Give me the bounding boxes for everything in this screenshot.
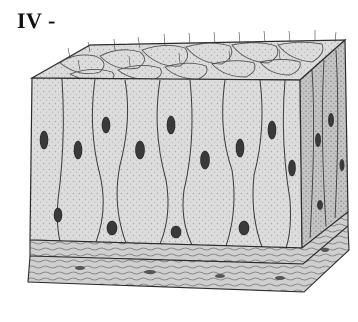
apical-surface: [32, 30, 345, 82]
front-face-columnar-cells: [30, 78, 302, 248]
